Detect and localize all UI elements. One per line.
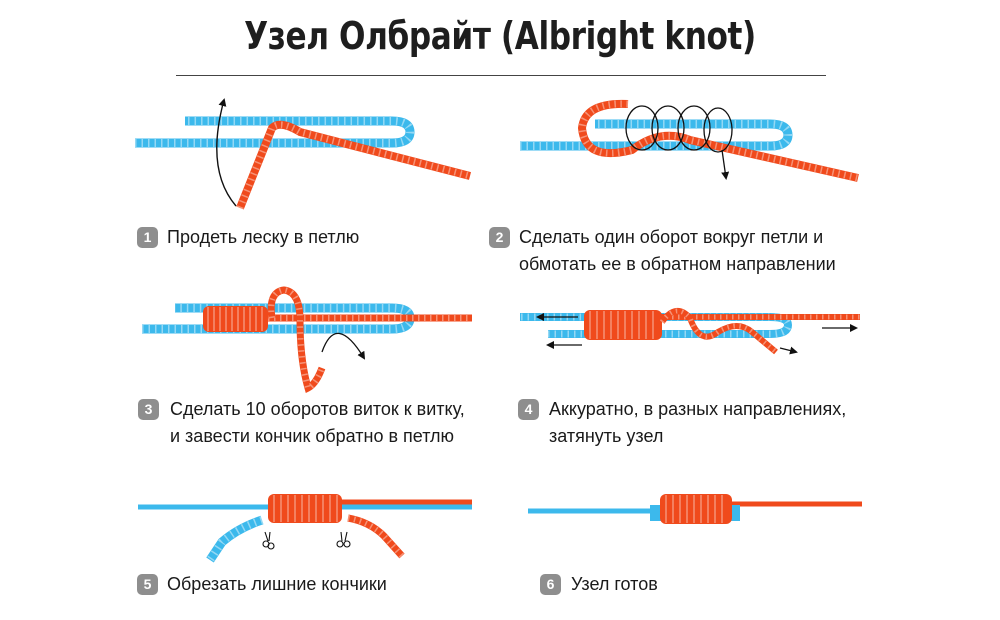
step-text-line-1: Узел готов: [571, 574, 658, 594]
orange-tag-end: [659, 308, 778, 355]
wrap-block: [584, 310, 662, 340]
step-text-line-2: затянуть узел: [549, 426, 664, 446]
step-number-badge: 2: [489, 227, 510, 248]
step-number-badge: 1: [137, 227, 158, 248]
wrap-loops: [625, 105, 733, 153]
direction-arrow: [216, 98, 237, 207]
arrow-right-tag: [779, 346, 798, 355]
step-text-line-2: и завести кончик обратно в петлю: [170, 426, 455, 446]
step-text-line-1: Сделать 10 оборотов виток к витку,: [170, 399, 465, 419]
step-number-badge: 4: [518, 399, 539, 420]
page-title: Узел Олбрайт (Albright knot): [244, 14, 756, 58]
step-number-badge: 6: [540, 574, 561, 595]
blue-line-loop-texture: [135, 117, 415, 147]
step-5-caption: 5 Обрезать лишние кончики: [137, 571, 437, 601]
step-text-line-1: Обрезать лишние кончики: [167, 574, 387, 594]
direction-arrow: [721, 149, 730, 180]
step-number-badge: 3: [138, 399, 159, 420]
step-number-badge: 5: [137, 574, 158, 595]
step-1-caption: 1 Продеть леску в петлю: [137, 224, 477, 278]
direction-arrow: [321, 332, 366, 360]
orange-tag-end: [267, 286, 326, 394]
illustration-step-1: [135, 98, 472, 210]
step-2-caption: 2 Сделать один оборот вокруг петли и обм…: [489, 224, 869, 278]
wrap-block: [660, 494, 732, 524]
step-4-caption: 4 Аккуратно, в разных направлениях, затя…: [518, 396, 878, 450]
orange-line: [577, 99, 859, 182]
illustration-step-6: [528, 494, 862, 524]
orange-tag-end: [347, 514, 405, 559]
wrap-block: [203, 306, 268, 332]
step-3-caption: 3 Сделать 10 оборотов виток к витку, и з…: [138, 396, 498, 450]
scissors-icon: [262, 531, 351, 550]
illustration-step-4: [520, 308, 860, 355]
step-6-caption: 6 Узел готов: [540, 571, 740, 601]
title-underline: [176, 75, 826, 76]
step-text-line-1: Сделать один оборот вокруг петли и: [519, 227, 824, 247]
step-text-line-1: Аккуратно, в разных направлениях,: [549, 399, 847, 419]
step-text-line-1: Продеть леску в петлю: [167, 227, 360, 247]
blue-line-loop: [135, 116, 415, 148]
illustration-step-2: [520, 99, 859, 182]
orange-line: [236, 120, 472, 210]
wrap-block: [268, 494, 342, 523]
blue-tag-end: [206, 515, 264, 563]
step-text-line-2: обмотать ее в обратном направлении: [519, 254, 836, 274]
illustration-step-3: [142, 286, 472, 394]
illustration-step-5: [138, 494, 472, 563]
